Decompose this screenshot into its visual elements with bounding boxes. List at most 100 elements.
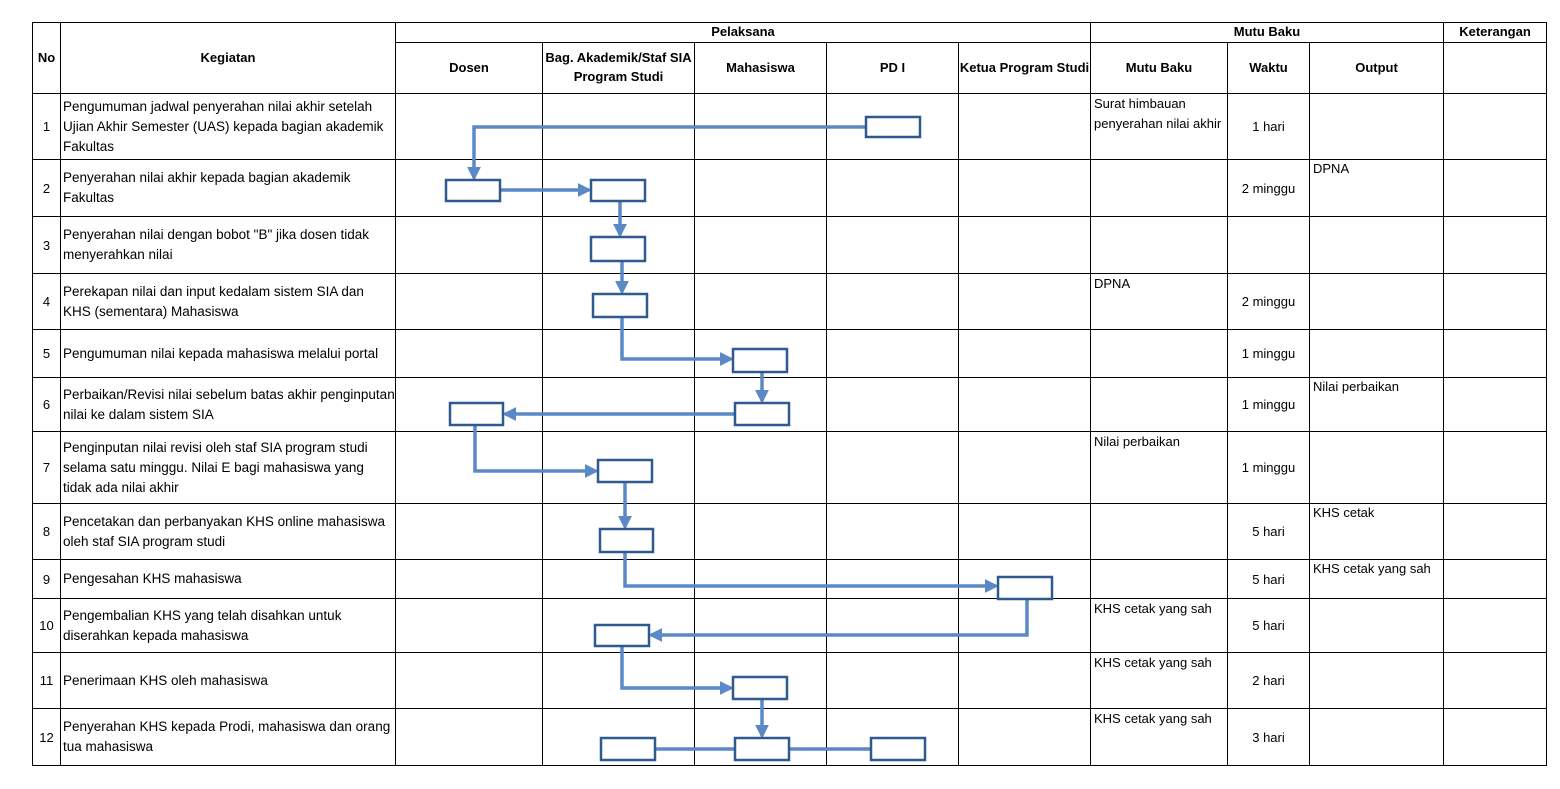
lane-kaprodi	[958, 559, 1091, 599]
lane-dosen	[395, 431, 543, 504]
mutu-baku-cell	[1090, 329, 1228, 378]
activity-text: Pengumuman jadwal penyerahan nilai akhir…	[60, 93, 396, 160]
lane-pd1	[826, 216, 959, 274]
waktu-cell: 1 minggu	[1227, 377, 1310, 432]
lane-akademik	[542, 598, 695, 653]
lane-dosen	[395, 652, 543, 709]
lane-pd1	[826, 598, 959, 653]
lane-dosen	[395, 159, 543, 217]
header-keterangan: Keterangan	[1443, 22, 1547, 43]
header-kaprodi: Ketua Program Studi	[958, 42, 1091, 94]
lane-pd1	[826, 652, 959, 709]
output-cell	[1309, 216, 1444, 274]
lane-pd1	[826, 503, 959, 560]
lane-kaprodi	[958, 503, 1091, 560]
header-keterangan-blank	[1443, 42, 1547, 94]
row-number: 10	[32, 598, 61, 653]
lane-dosen	[395, 93, 543, 160]
lane-akademik	[542, 159, 695, 217]
keterangan-cell	[1443, 503, 1547, 560]
row-number: 2	[32, 159, 61, 217]
mutu-baku-cell	[1090, 377, 1228, 432]
mutu-baku-cell: KHS cetak yang sah	[1090, 598, 1228, 653]
keterangan-cell	[1443, 159, 1547, 217]
keterangan-cell	[1443, 708, 1547, 766]
header-no: No	[32, 22, 61, 94]
waktu-cell: 2 minggu	[1227, 159, 1310, 217]
activity-text: Penerimaan KHS oleh mahasiswa	[60, 652, 396, 709]
lane-akademik	[542, 273, 695, 330]
header-output: Output	[1309, 42, 1444, 94]
header-kegiatan: Kegiatan	[60, 22, 396, 94]
lane-kaprodi	[958, 377, 1091, 432]
lane-dosen	[395, 598, 543, 653]
keterangan-cell	[1443, 598, 1547, 653]
activity-text: Pengumuman nilai kepada mahasiswa melalu…	[60, 329, 396, 378]
lane-dosen	[395, 559, 543, 599]
mutu-baku-cell	[1090, 216, 1228, 274]
waktu-cell: 1 minggu	[1227, 431, 1310, 504]
lane-pd1	[826, 377, 959, 432]
lane-mahasiswa	[694, 559, 827, 599]
activity-text: Penginputan nilai revisi oleh staf SIA p…	[60, 431, 396, 504]
lane-mahasiswa	[694, 598, 827, 653]
activity-text: Perbaikan/Revisi nilai sebelum batas akh…	[60, 377, 396, 432]
header-akademik: Bag. Akademik/Staf SIA Program Studi	[542, 42, 695, 94]
keterangan-cell	[1443, 329, 1547, 378]
lane-kaprodi	[958, 159, 1091, 217]
output-cell	[1309, 329, 1444, 378]
mutu-baku-cell: KHS cetak yang sah	[1090, 708, 1228, 766]
lane-pd1	[826, 431, 959, 504]
lane-akademik	[542, 216, 695, 274]
activity-text: Pencetakan dan perbanyakan KHS online ma…	[60, 503, 396, 560]
mutu-baku-cell: KHS cetak yang sah	[1090, 652, 1228, 709]
keterangan-cell	[1443, 377, 1547, 432]
row-number: 4	[32, 273, 61, 330]
lane-pd1	[826, 159, 959, 217]
lane-akademik	[542, 559, 695, 599]
lane-mahasiswa	[694, 652, 827, 709]
row-number: 7	[32, 431, 61, 504]
waktu-cell: 5 hari	[1227, 598, 1310, 653]
activity-text: Pengesahan KHS mahasiswa	[60, 559, 396, 599]
header-mahasiswa: Mahasiswa	[694, 42, 827, 94]
lane-mahasiswa	[694, 431, 827, 504]
lane-akademik	[542, 708, 695, 766]
lane-dosen	[395, 503, 543, 560]
mutu-baku-cell: Nilai perbaikan	[1090, 431, 1228, 504]
lane-akademik	[542, 652, 695, 709]
lane-mahasiswa	[694, 93, 827, 160]
lane-pd1	[826, 329, 959, 378]
output-cell	[1309, 598, 1444, 653]
activity-text: Pengembalian KHS yang telah disahkan unt…	[60, 598, 396, 653]
output-cell: KHS cetak yang sah	[1309, 559, 1444, 599]
mutu-baku-cell: DPNA	[1090, 273, 1228, 330]
lane-kaprodi	[958, 273, 1091, 330]
waktu-cell: 1 minggu	[1227, 329, 1310, 378]
lane-kaprodi	[958, 652, 1091, 709]
lane-mahasiswa	[694, 503, 827, 560]
lane-pd1	[826, 273, 959, 330]
lane-kaprodi	[958, 708, 1091, 766]
lane-mahasiswa	[694, 708, 827, 766]
waktu-cell: 2 minggu	[1227, 273, 1310, 330]
row-number: 6	[32, 377, 61, 432]
lane-dosen	[395, 273, 543, 330]
keterangan-cell	[1443, 273, 1547, 330]
lane-kaprodi	[958, 329, 1091, 378]
keterangan-cell	[1443, 216, 1547, 274]
activity-text: Penyerahan KHS kepada Prodi, mahasiswa d…	[60, 708, 396, 766]
keterangan-cell	[1443, 431, 1547, 504]
lane-akademik	[542, 431, 695, 504]
activity-text: Penyerahan nilai dengan bobot "B" jika d…	[60, 216, 396, 274]
lane-akademik	[542, 93, 695, 160]
lane-mahasiswa	[694, 273, 827, 330]
waktu-cell: 2 hari	[1227, 652, 1310, 709]
lane-dosen	[395, 329, 543, 378]
